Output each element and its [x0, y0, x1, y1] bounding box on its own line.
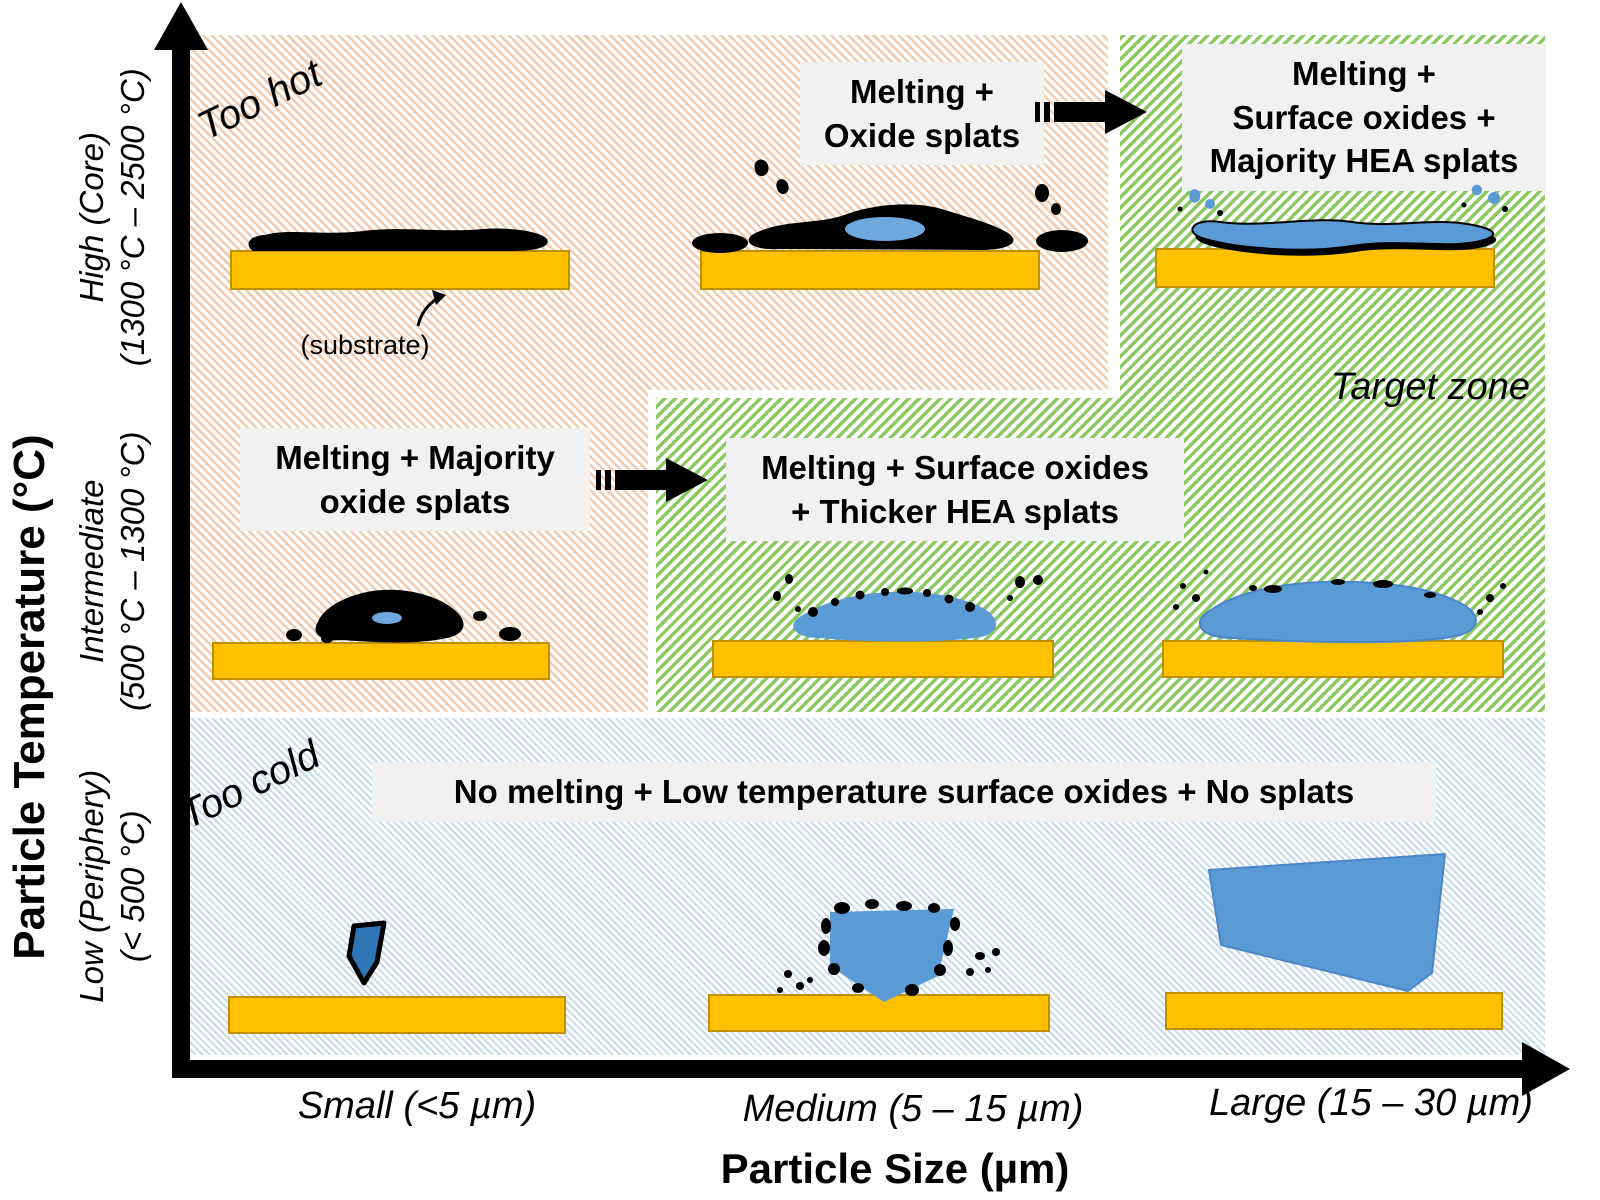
label-line: Melting + Majority: [275, 439, 555, 476]
label-no-melting: No melting + Low temperature surface oxi…: [372, 762, 1436, 822]
substrate-pointer-arrow-icon: [416, 290, 446, 327]
y-tick-low-line2: (< 500 °C): [114, 810, 151, 963]
label-melting-surface-thicker-hea: Melting + Surface oxides + Thicker HEA s…: [726, 438, 1184, 542]
x-tick-small: Small (<5 µm): [297, 1085, 537, 1127]
substrate-bar: [1165, 992, 1503, 1030]
y-axis-line: [172, 40, 190, 1078]
label-line: oxide splats: [319, 482, 511, 520]
x-tick-large: Large (15 – 30 µm): [1209, 1082, 1533, 1124]
x-axis-line: [172, 1060, 1524, 1078]
y-tick-intermediate-line1: Intermediate: [72, 479, 110, 663]
substrate-note: (substrate): [300, 330, 430, 360]
cold-medium-particle-illustration: [777, 899, 1000, 1002]
x-axis-title: Particle Size (µm): [720, 1145, 1070, 1192]
thick-hea-splat-illustration: [1173, 569, 1506, 644]
zone-divider: [648, 390, 1116, 398]
y-tick-high-line2: (1300 °C – 2500 °C): [114, 68, 151, 367]
substrate-bar: [230, 250, 570, 290]
substrate-bar: [228, 996, 566, 1034]
cold-large-particle-illustration: [1208, 853, 1446, 992]
substrate-bar: [1162, 640, 1504, 678]
y-axis-title: Particle Temperature (°C): [5, 434, 54, 960]
label-melting-surface-majority-hea: Melting + Surface oxides + Majority HEA …: [1182, 44, 1546, 191]
hea-splat-oxide-dots-illustration: [773, 574, 1043, 642]
label-line: Melting + Surface oxides: [761, 449, 1149, 486]
flow-arrow-icon: [1035, 90, 1147, 134]
zone-divider: [648, 390, 656, 712]
y-tick-low: Low (Periphery) (< 500 °C): [71, 706, 154, 1066]
label-line: + Thicker HEA splats: [791, 492, 1119, 530]
oxide-splat-illustration: [248, 228, 548, 251]
label-line: Melting +: [850, 73, 994, 110]
substrate-bar: [212, 642, 550, 680]
y-tick-intermediate: Intermediate (500 °C – 1300 °C): [71, 391, 154, 751]
label-melting-oxide-splats: Melting + Oxide splats: [800, 62, 1044, 166]
label-line: Melting +: [1292, 55, 1436, 92]
y-tick-high-line1: High (Core): [72, 131, 110, 303]
label-line: Surface oxides +: [1232, 98, 1496, 136]
label-line: Majority HEA splats: [1209, 142, 1519, 180]
substrate-bar: [708, 994, 1050, 1032]
substrate-bar: [700, 250, 1040, 290]
x-tick-medium: Medium (5 – 15 µm): [742, 1088, 1084, 1130]
y-axis-arrowhead-icon: [154, 2, 208, 50]
y-tick-high: High (Core) (1300 °C – 2500 °C): [71, 37, 154, 397]
x-axis-arrowhead-icon: [1522, 1042, 1570, 1096]
majority-oxide-splat-illustration: [286, 589, 521, 643]
label-melting-majority-oxide: Melting + Majority oxide splats: [240, 428, 590, 532]
y-tick-low-line1: Low (Periphery): [72, 769, 110, 1003]
flow-arrow-icon: [596, 458, 708, 502]
hea-splat-surface-oxide-illustration: [1177, 184, 1508, 256]
oxide-splat-molten-core-illustration: [692, 159, 1088, 253]
substrate-bar: [712, 640, 1054, 678]
label-line: Oxide splats: [823, 116, 1021, 154]
y-tick-intermediate-line2: (500 °C – 1300 °C): [114, 431, 151, 712]
target-zone-label: Target zone: [1330, 366, 1530, 408]
cold-small-particle-illustration: [346, 920, 387, 986]
